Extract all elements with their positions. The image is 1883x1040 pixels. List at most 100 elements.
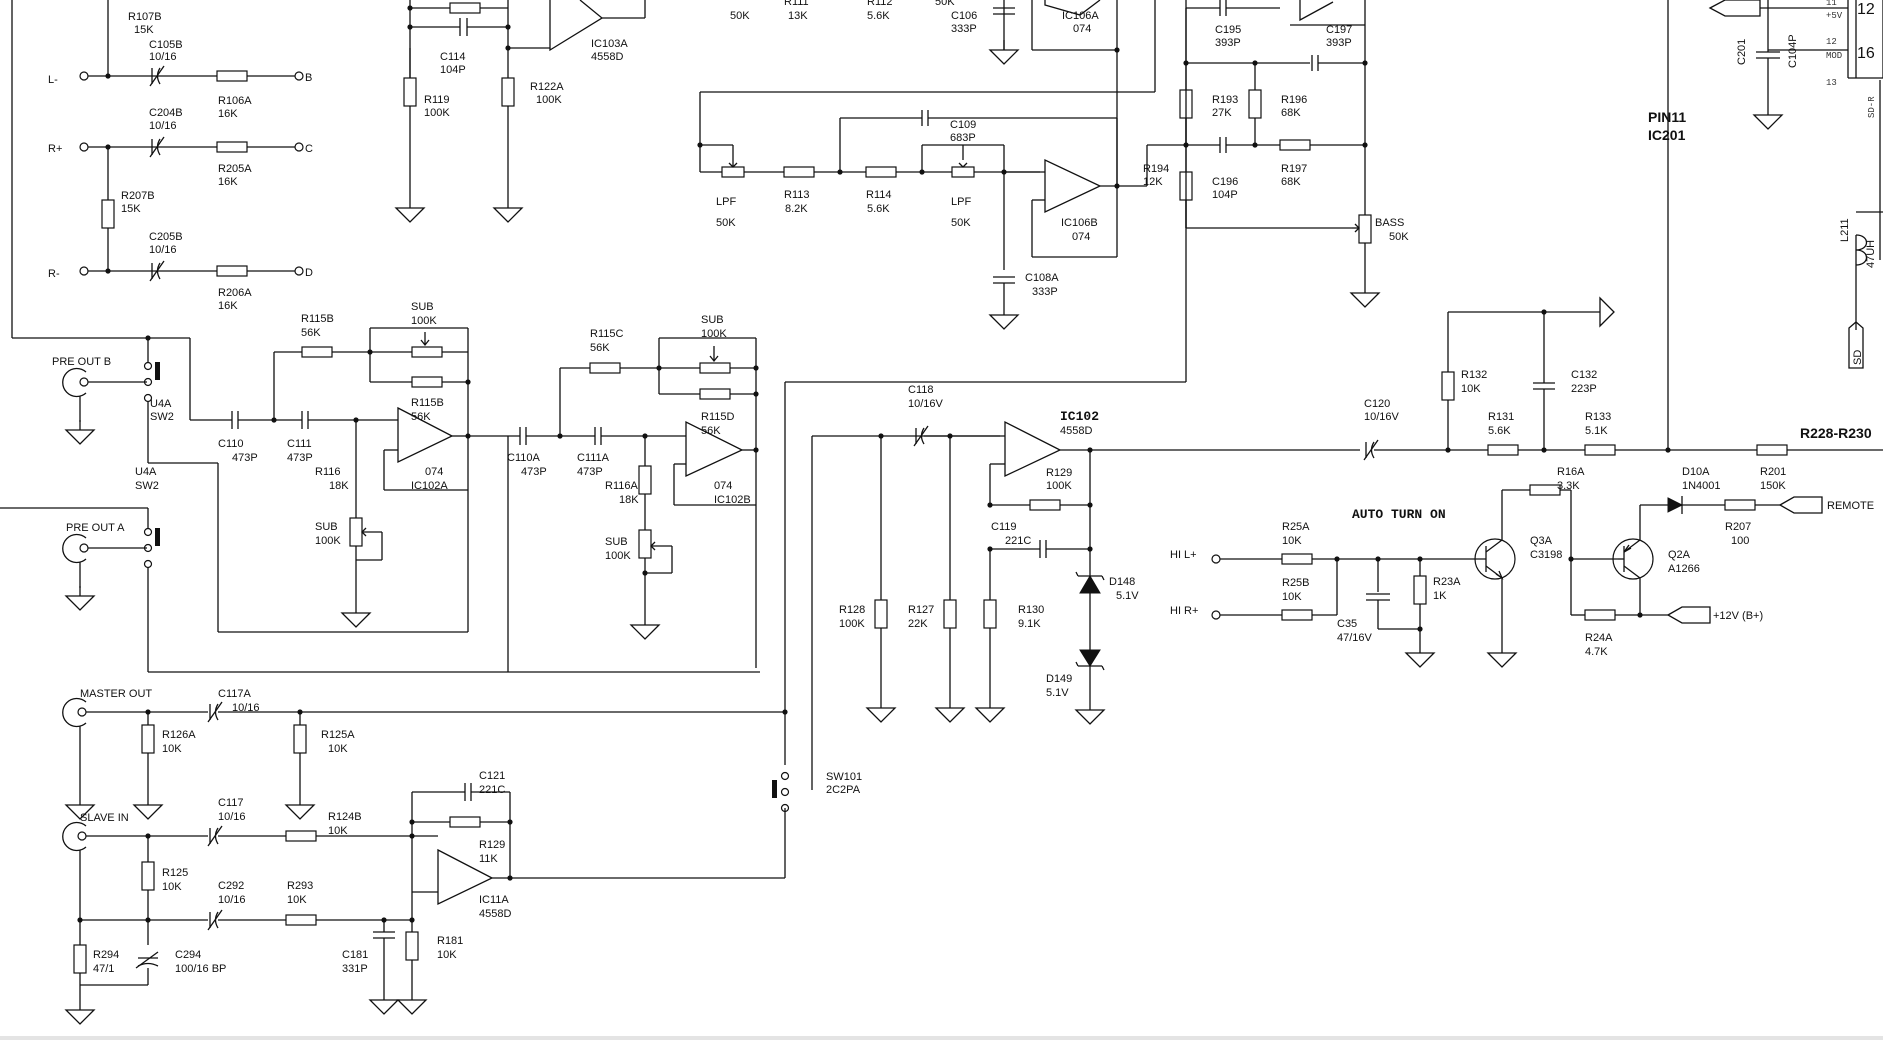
ic102-value: 4558D <box>1060 425 1092 437</box>
c118-value: 10/16V <box>908 398 944 410</box>
r129a-value: 100K <box>1046 480 1072 492</box>
r128-label: R128 <box>839 604 865 616</box>
c294-value: 100/16 BP <box>175 963 226 975</box>
r201-label: R201 <box>1760 466 1786 478</box>
r126a-label: R126A <box>162 729 196 741</box>
sub1-label: SUB <box>411 301 434 313</box>
c117a-value: 10/16 <box>232 702 260 714</box>
d148-label: D148 <box>1109 576 1135 588</box>
sub3-value: 100K <box>701 328 727 340</box>
sw2-label-2: SW2 <box>135 480 159 492</box>
r130-value: 9.1K <box>1018 618 1041 630</box>
d10a-label: D10A <box>1682 466 1710 478</box>
c111-value: 473P <box>287 452 313 464</box>
r205a-label: R205A <box>218 163 252 175</box>
c117-label: C117 <box>218 797 243 809</box>
r16a-label: R16A <box>1557 466 1585 478</box>
r23a-value: 1K <box>1433 590 1447 602</box>
mod-label: MOD <box>1826 51 1842 61</box>
c110a-value: 473P <box>521 466 547 478</box>
c118-label: C118 <box>908 384 933 396</box>
r25a-label: R25A <box>1282 521 1310 533</box>
d149-value: 5.1V <box>1046 687 1069 699</box>
c109-label: C109 <box>950 119 976 131</box>
c120-output: C120 10/16V R132 10K C132 223P R131 5.6K… <box>1363 296 1883 492</box>
c110-label: C110 <box>218 438 243 450</box>
pin13-edge: 13 <box>1826 78 1837 88</box>
c114-value: 104P <box>440 64 466 76</box>
r115b-label: R115B <box>301 313 334 325</box>
r131-label: R131 <box>1488 411 1514 423</box>
c104p-label: C104P <box>1787 34 1799 68</box>
c117a-label: C117A <box>218 688 251 700</box>
r196-value: 68K <box>1281 107 1301 119</box>
c196-value: 104P <box>1212 189 1238 201</box>
c121-value: 221C <box>479 784 505 796</box>
r112-value: 5.6K <box>867 10 890 22</box>
c204b-value: 10/16 <box>149 120 177 132</box>
r-plus-label: R+ <box>48 143 62 155</box>
out-b-label: B <box>305 72 312 84</box>
r293-label: R293 <box>287 880 313 892</box>
r111-label: R111 <box>784 0 809 8</box>
r115d-value: 56K <box>701 425 721 437</box>
c197-label: C197 <box>1326 24 1352 36</box>
c181-value: 331P <box>342 963 368 975</box>
auto-turn-on-title: AUTO TURN ON <box>1352 507 1446 522</box>
lpf-block: R111 13K R112 5.6K 50K 50K C106 333P IC1… <box>697 0 1156 330</box>
pot-50k-a: 50K <box>730 10 750 22</box>
r129a-label: R129 <box>1046 467 1072 479</box>
c110a-label: C110A <box>507 452 540 464</box>
r206a-label: R206A <box>218 287 252 299</box>
ic103a-block: C114 104P R119 100K R122A 100K IC103A 45… <box>395 0 646 223</box>
r131-value: 5.6K <box>1488 425 1511 437</box>
r25b-value: 10K <box>1282 591 1302 603</box>
c108a-value: 333P <box>1032 286 1058 298</box>
r112-label: R112 <box>867 0 892 8</box>
c110-value: 473P <box>232 452 258 464</box>
r193-value: 27K <box>1212 107 1232 119</box>
r194-label: R194 <box>1143 163 1169 175</box>
ic11a-value: 4558D <box>479 908 511 920</box>
r107b-label: R107B <box>128 11 162 23</box>
l211-value: 47UH <box>1865 240 1877 268</box>
r130-label: R130 <box>1018 604 1044 616</box>
sub3-label: SUB <box>701 314 724 326</box>
pin12-edge: 12 <box>1826 37 1837 47</box>
lpf1-value: 50K <box>716 217 736 229</box>
r106a-label: R106A <box>218 95 252 107</box>
r115c-label: R115C <box>590 328 623 340</box>
master-out-label: MASTER OUT <box>80 688 152 700</box>
lpf2-value: 50K <box>951 217 971 229</box>
c294-label: C294 <box>175 949 201 961</box>
ic106a-label: IC106A <box>1062 10 1099 22</box>
c204b-label: C204B <box>149 107 183 119</box>
l-minus-label: L- <box>48 74 58 86</box>
r294-value: 47/1 <box>93 963 114 975</box>
c292-value: 10/16 <box>218 894 246 906</box>
r201-value: 150K <box>1760 480 1786 492</box>
r207-value: 100 <box>1731 535 1749 547</box>
c117-value: 10/16 <box>218 811 246 823</box>
r193-label: R193 <box>1212 94 1238 106</box>
r125-label: R125 <box>162 867 188 879</box>
r181-label: R181 <box>437 935 463 947</box>
r115d-label: R115D <box>701 411 734 423</box>
c106-label: C106 <box>951 10 977 22</box>
ic102a-label: IC102A <box>411 480 448 492</box>
c109-value: 683P <box>950 132 976 144</box>
r115b2-value: 56K <box>411 411 431 423</box>
q2a-label: Q2A <box>1668 549 1691 561</box>
ic102-label: IC102 <box>1060 409 1099 424</box>
c132-label: C132 <box>1571 369 1597 381</box>
bottom-scroll-area <box>0 1036 1883 1040</box>
c119-value: 221C <box>1005 535 1031 547</box>
r197-value: 68K <box>1281 176 1301 188</box>
c181-label: C181 <box>342 949 368 961</box>
ic201-area: 11 +5V 12 12 MOD 16 13 C201 C104P SD-R L… <box>1648 0 1883 450</box>
r25b-label: R25B <box>1282 577 1310 589</box>
r122a-label: R122A <box>530 81 564 93</box>
hi-l-plus-label: HI L+ <box>1170 549 1197 561</box>
r114-label: R114 <box>866 189 891 201</box>
